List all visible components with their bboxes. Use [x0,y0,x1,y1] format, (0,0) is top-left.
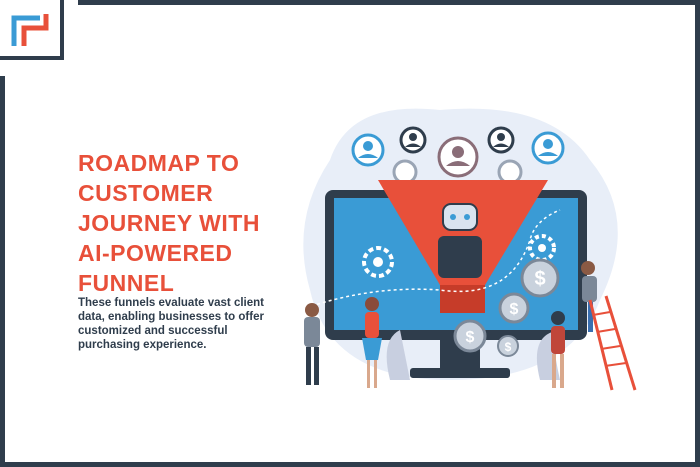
ladder-icon [588,295,637,391]
funnel-icon [378,180,548,313]
coin-symbol: $ [505,340,512,354]
person-figure [362,297,382,388]
dollar-coin-icon: $ [520,258,560,298]
headline-line: ROADMAP TO [78,150,240,176]
person-figure [581,261,597,332]
user-avatar-icon [487,126,515,154]
dollar-coin-icon: $ [498,292,530,324]
coin-symbol: $ [510,301,519,318]
page-description: These funnels evaluate vast client data,… [78,297,264,351]
headline-line: FUNNEL [78,270,175,296]
frame-top-bar [78,0,700,5]
robot-icon [438,203,482,278]
user-avatar-icon [399,126,427,154]
coin-symbol: $ [466,329,475,346]
coin-symbol: $ [534,268,545,290]
headline-line: CUSTOMER [78,180,214,206]
bracket-logo-icon [11,14,49,46]
dollar-coin-icon: $ [497,335,519,357]
user-avatar-icon [437,136,479,178]
headline-line: AI-POWERED [78,240,233,266]
dollar-coin-icon: $ [453,319,487,353]
logo[interactable] [0,0,64,60]
frame-left-bar [0,76,5,467]
user-avatar-icon [351,133,385,167]
page-title: ROADMAP TO CUSTOMER JOURNEY WITH AI-POWE… [78,148,308,298]
person-figure [304,303,320,385]
gear-icon [528,234,556,262]
person-figure [551,311,565,388]
user-avatar-icon [392,159,418,185]
user-avatar-icon [531,131,565,165]
gear-icon [362,246,394,278]
ai-funnel-illustration: $ $ $ $ [299,108,637,391]
user-avatar-icon [497,159,523,185]
headline-line: JOURNEY WITH [78,210,260,236]
